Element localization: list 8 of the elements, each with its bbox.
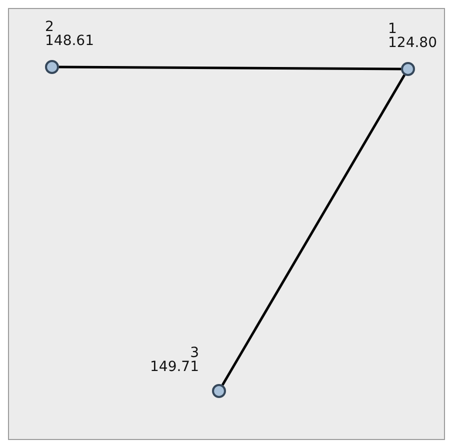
vertex-value: 148.61 — [45, 34, 94, 48]
vertex-value: 124.80 — [388, 36, 437, 50]
connector-line — [221, 74, 406, 386]
vertex-number: 3 — [190, 346, 199, 360]
vertex-value: 149.71 — [150, 360, 199, 374]
connector-line — [59, 66, 401, 70]
vertex-number: 2 — [45, 20, 54, 34]
vertex-number: 1 — [388, 22, 397, 36]
